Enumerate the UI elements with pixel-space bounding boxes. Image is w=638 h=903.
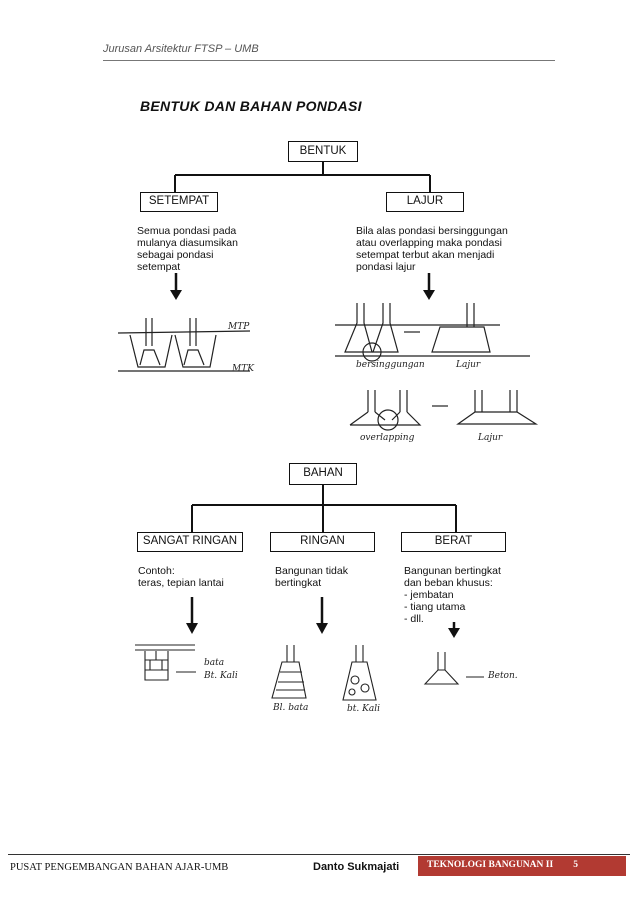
mtk-label: MTK [232,364,254,374]
footer-divider [8,854,630,855]
page-header: Jurusan Arsitektur FTSP – UMB [103,42,555,61]
berat-desc-line: - jembatan [404,589,454,601]
sangat-ringan-desc-line: Contoh: [138,565,175,577]
ringan-desc-line: bertingkat [275,577,322,589]
lajur-desc-line: pondasi lajur [356,261,416,273]
setempat-desc-line: Semua pondasi pada [137,225,237,237]
ringan-box: RINGAN [270,532,375,552]
berat-desc-line: - tiang utama [404,601,466,613]
overlapping-label: overlapping [360,433,415,443]
lajur-sketch [335,303,539,431]
sangat-ringan-description: Contoh: teras, tepian lantai [138,565,224,589]
setempat-desc-line: mulanya diasumsikan [137,237,238,249]
setempat-sketch [117,318,251,372]
footer-author: Danto Sukmajati [313,861,400,873]
lajur-description: Bila alas pondasi bersinggungan atau ove… [356,225,508,273]
sangat-ringan-box: SANGAT RINGAN [137,532,243,552]
lajur-desc-line: Bila alas pondasi bersinggungan [356,225,508,237]
ringan-desc-line: Bangunan tidak [275,565,348,577]
lajur-label-1: Lajur [456,360,481,370]
sangat-ringan-desc-line: teras, tepian lantai [138,577,224,589]
footer-course-badge: TEKNOLOGI BANGUNAN II 5 [418,856,626,876]
bahan-sketch [135,644,484,701]
footer-institution: PUSAT PENGEMBANGAN BAHAN AJAR-UMB [10,862,229,873]
lajur-desc-line: atau overlapping maka pondasi [356,237,502,249]
ringan-bt-kali-label: bt. Kali [347,704,380,714]
setempat-desc-line: sebagai pondasi [137,249,214,261]
setempat-description: Semua pondasi pada mulanya diasumsikan s… [137,225,238,273]
berat-box: BERAT [401,532,506,552]
berat-desc-line: Bangunan bertingkat [404,565,501,577]
page-number: 5 [573,860,578,870]
bentuk-box: BENTUK [288,141,358,162]
setempat-desc-line: setempat [137,261,181,273]
berat-desc-line: - dll. [404,613,424,625]
bersinggungan-label: bersinggungan [356,360,425,370]
mtp-label: MTP [228,322,250,332]
header-text: Jurusan Arsitektur FTSP – UMB [103,43,259,55]
bt-kali-label: Bt. Kali [204,671,238,681]
lajur-label-2: Lajur [478,433,503,443]
lajur-box: LAJUR [386,192,464,212]
berat-desc-line: dan beban khusus: [404,577,493,589]
lajur-desc-line: setempat terbut akan menjadi [356,249,495,261]
berat-description: Bangunan bertingkat dan beban khusus: - … [404,565,501,625]
bahan-box: BAHAN [289,463,357,485]
page-title: BENTUK DAN BAHAN PONDASI [140,98,362,114]
ringan-description: Bangunan tidak bertingkat [275,565,348,589]
beton-label: Beton. [488,671,518,681]
setempat-box: SETEMPAT [140,192,218,212]
bl-bata-label: Bl. bata [273,703,309,713]
bata-label: bata [204,658,225,668]
footer-course: TEKNOLOGI BANGUNAN II [427,860,554,870]
